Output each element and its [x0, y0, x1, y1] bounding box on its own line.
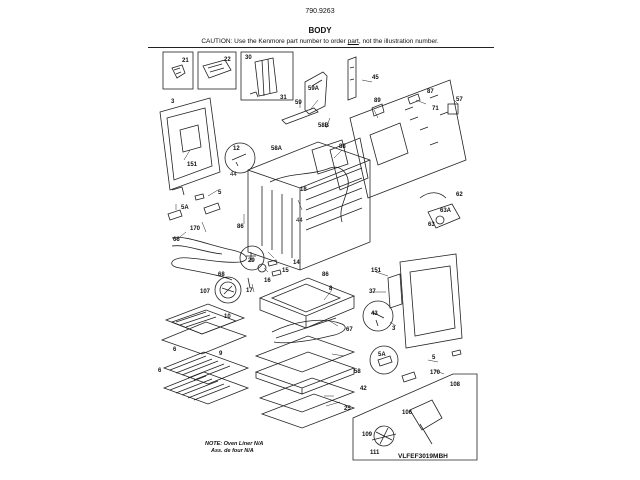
callout-18: 18 — [300, 187, 307, 193]
callout-151a: 151 — [187, 162, 198, 168]
detail-circle-43 — [362, 300, 394, 332]
callout-44a: 44 — [230, 172, 237, 178]
callout-58: 58 — [354, 369, 361, 375]
callout-89: 89 — [374, 98, 381, 104]
callout-86b: 86 — [322, 272, 329, 278]
callout-86a: 86 — [237, 224, 244, 230]
callout-9: 9 — [219, 351, 223, 357]
callout-107: 107 — [200, 289, 211, 295]
callout-44b: 44 — [296, 218, 303, 224]
callout-5-right: 5 — [432, 355, 436, 361]
door-frame-right — [387, 253, 463, 349]
page-title: BODY — [308, 26, 332, 35]
callout-labels: 21 22 30 31 45 59A 59 3 89 87 57 71 58B … — [158, 55, 463, 456]
callout-87: 87 — [427, 89, 434, 95]
callout-5a: 5 — [218, 190, 222, 196]
callout-21: 21 — [182, 58, 189, 64]
callout-45: 45 — [372, 75, 379, 81]
callout-6a: 6 — [173, 347, 177, 353]
note-line-1: NOTE: Oven Liner N/A — [205, 441, 264, 447]
callout-59: 59 — [295, 100, 302, 106]
callout-57: 57 — [456, 97, 463, 103]
callout-59a: 59A — [308, 86, 320, 92]
bracket-45 — [347, 56, 357, 101]
callout-16: 16 — [264, 278, 271, 284]
inset-box-21 — [162, 51, 194, 90]
callout-170b: 170 — [430, 370, 441, 376]
callout-30: 30 — [245, 55, 252, 61]
callout-88: 88 — [339, 144, 346, 150]
callout-58a: 58A — [271, 146, 283, 152]
fan-assembly-inset — [352, 373, 478, 461]
callout-5a-right: 5A — [378, 352, 386, 358]
callout-71: 71 — [432, 106, 439, 112]
small-parts — [247, 259, 282, 289]
convection-fan-detail — [214, 245, 265, 304]
callout-58b: 58B — [318, 123, 330, 129]
detail-circle-5a — [369, 345, 462, 383]
diagram-code: VLFEF3019MBH — [398, 453, 448, 460]
callout-109: 109 — [362, 432, 373, 438]
callout-12: 12 — [233, 146, 240, 152]
caution-text-start: CAUTION: Use the Kenmore part number to … — [201, 38, 348, 45]
callout-25: 25 — [344, 406, 351, 412]
callout-3b: 3 — [392, 326, 396, 332]
callout-31: 31 — [280, 95, 287, 101]
callout-29: 29 — [248, 258, 255, 264]
callout-10: 10 — [224, 314, 231, 320]
caution-notice: CAUTION: Use the Kenmore part number to … — [0, 38, 640, 45]
caution-text-end: , not the illustration number. — [358, 38, 439, 45]
bake-element — [171, 236, 247, 281]
callout-17: 17 — [246, 288, 253, 294]
callout-22: 22 — [224, 57, 231, 63]
hinge-left — [167, 193, 221, 221]
callout-6b: 6 — [158, 368, 162, 374]
callout-108: 108 — [450, 382, 461, 388]
oven-body — [247, 137, 371, 271]
callout-14: 14 — [293, 260, 300, 266]
callout-67: 67 — [346, 327, 353, 333]
bracket-59 — [281, 107, 319, 125]
callout-106: 106 — [402, 410, 413, 416]
broil-pan — [160, 303, 248, 355]
broil-element-67 — [271, 317, 346, 344]
callout-63a: 63A — [440, 208, 452, 214]
back-panel — [349, 79, 467, 199]
model-number: 790.9263 — [305, 8, 335, 15]
drawer-slides — [254, 335, 356, 429]
door-frame-left — [159, 97, 221, 196]
callout-43: 43 — [371, 311, 378, 317]
callout-5a-left: 5A — [181, 205, 189, 211]
callout-8: 8 — [329, 286, 333, 292]
callout-3: 3 — [171, 99, 175, 105]
oven-racks — [162, 351, 250, 405]
oven-liner-note: NOTE: Oven Liner N/A Ass. de four N/A — [205, 441, 263, 455]
detail-circle-12 — [224, 142, 256, 174]
callout-62: 62 — [456, 192, 463, 198]
storage-drawer — [258, 277, 356, 329]
callout-170a: 170 — [190, 226, 201, 232]
bracket-59a — [304, 71, 328, 115]
inset-box-30-31 — [240, 51, 294, 101]
bracket-87-57 — [407, 93, 459, 115]
inset-box-22 — [197, 51, 237, 90]
callout-37: 37 — [369, 289, 376, 295]
callout-66: 66 — [173, 237, 180, 243]
callout-151b: 151 — [371, 268, 382, 274]
callout-111: 111 — [370, 450, 380, 456]
note-line-2: Ass. de four N/A — [211, 448, 254, 454]
header-rule — [148, 47, 494, 48]
leader-lines — [175, 79, 459, 407]
callout-68: 68 — [218, 272, 225, 278]
caution-text-part: part — [347, 38, 359, 45]
wire-harness — [269, 139, 349, 223]
callout-15: 15 — [282, 268, 289, 274]
callout-63: 63 — [428, 222, 435, 228]
callout-42: 42 — [360, 386, 367, 392]
fan-motor — [419, 192, 461, 229]
